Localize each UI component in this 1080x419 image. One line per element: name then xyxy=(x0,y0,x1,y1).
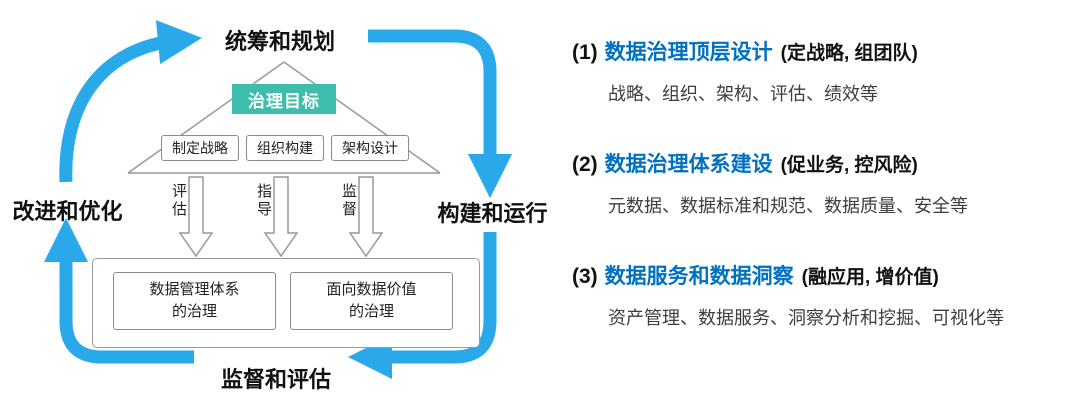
legend-title: 数据治理体系建设 xyxy=(604,153,773,176)
box-data-value-governance: 面向数据价值 的治理 xyxy=(290,272,453,330)
governance-goal-box: 治理目标 xyxy=(232,84,336,114)
legend-item-2: (2) 数据治理体系建设 (促业务, 控风险) 元数据、数据标准和规范、数据质量、安… xyxy=(572,148,1072,218)
legend-description: 元数据、数据标准和规范、数据质量、安全等 xyxy=(608,196,968,216)
legend-item-1: (1) 数据治理顶层设计 (定战略, 组团队) 战略、组织、架构、评估、绩效等 xyxy=(572,36,1072,106)
cycle-label-supervise-evaluate: 监督和评估 xyxy=(220,367,331,392)
legend-panel: (1) 数据治理顶层设计 (定战略, 组团队) 战略、组织、架构、评估、绩效等 (2… xyxy=(572,36,1072,372)
box-line: 的治理 xyxy=(171,303,217,320)
arrow-top-to-right xyxy=(368,29,513,199)
pyramid-box-organization: 组织构建 xyxy=(246,135,324,161)
legend-heading: (1) 数据治理顶层设计 (定战略, 组团队) xyxy=(572,36,1072,66)
pyramid-box-strategy: 制定战略 xyxy=(161,135,239,161)
pyramid-triangle xyxy=(127,61,441,174)
arrow-label-guide: 指导 xyxy=(255,183,272,219)
arrow-left-to-top xyxy=(59,20,202,183)
legend-title: 数据服务和数据洞察 xyxy=(604,265,794,288)
cycle-label-plan: 统筹和规划 xyxy=(224,29,335,54)
legend-number: (2) xyxy=(572,153,598,176)
cycle-arrows xyxy=(43,20,513,380)
legend-suffix: (促业务, 控风险) xyxy=(780,155,918,176)
legend-heading: (3) 数据服务和数据洞察 (融应用, 增价值) xyxy=(572,260,1072,290)
cycle-label-improve-optimize: 改进和优化 xyxy=(12,199,123,224)
arrow-label-supervise: 监督 xyxy=(340,183,357,219)
cycle-label-build-run: 构建和运行 xyxy=(437,201,548,226)
down-arrow-2 xyxy=(263,176,299,258)
legend-description: 资产管理、数据服务、洞察分析和挖掘、可视化等 xyxy=(608,308,1004,328)
legend-number: (1) xyxy=(572,41,598,64)
legend-suffix: (定战略, 组团队) xyxy=(780,43,918,64)
diagram-canvas xyxy=(43,20,513,380)
arrow-bottom-to-left xyxy=(43,217,194,364)
legend-heading: (2) 数据治理体系建设 (促业务, 控风险) xyxy=(572,148,1072,178)
down-block-arrows xyxy=(178,176,384,258)
legend-item-3: (3) 数据服务和数据洞察 (融应用, 增价值) 资产管理、数据服务、洞察分析和挖掘… xyxy=(572,260,1072,330)
box-line: 数据管理体系 xyxy=(149,281,240,299)
legend-title: 数据治理顶层设计 xyxy=(604,41,773,64)
pyramid-box-architecture: 架构设计 xyxy=(331,135,409,161)
governance-cycle-diagram: 统筹和规划 构建和运行 监督和评估 改进和优化 治理目标 制定战略 组织构建 架… xyxy=(12,20,548,392)
down-arrow-3 xyxy=(348,176,384,258)
down-arrow-1 xyxy=(178,176,214,258)
box-line: 的治理 xyxy=(348,303,394,320)
arrow-label-evaluate: 评估 xyxy=(170,183,187,219)
legend-description: 战略、组织、架构、评估、绩效等 xyxy=(608,84,878,104)
box-data-management-governance: 数据管理体系 的治理 xyxy=(113,272,276,330)
arrow-right-to-bottom xyxy=(347,232,497,380)
legend-suffix: (融应用, 增价值) xyxy=(801,267,939,288)
legend-number: (3) xyxy=(572,265,598,288)
box-line: 面向数据价值 xyxy=(326,281,417,299)
